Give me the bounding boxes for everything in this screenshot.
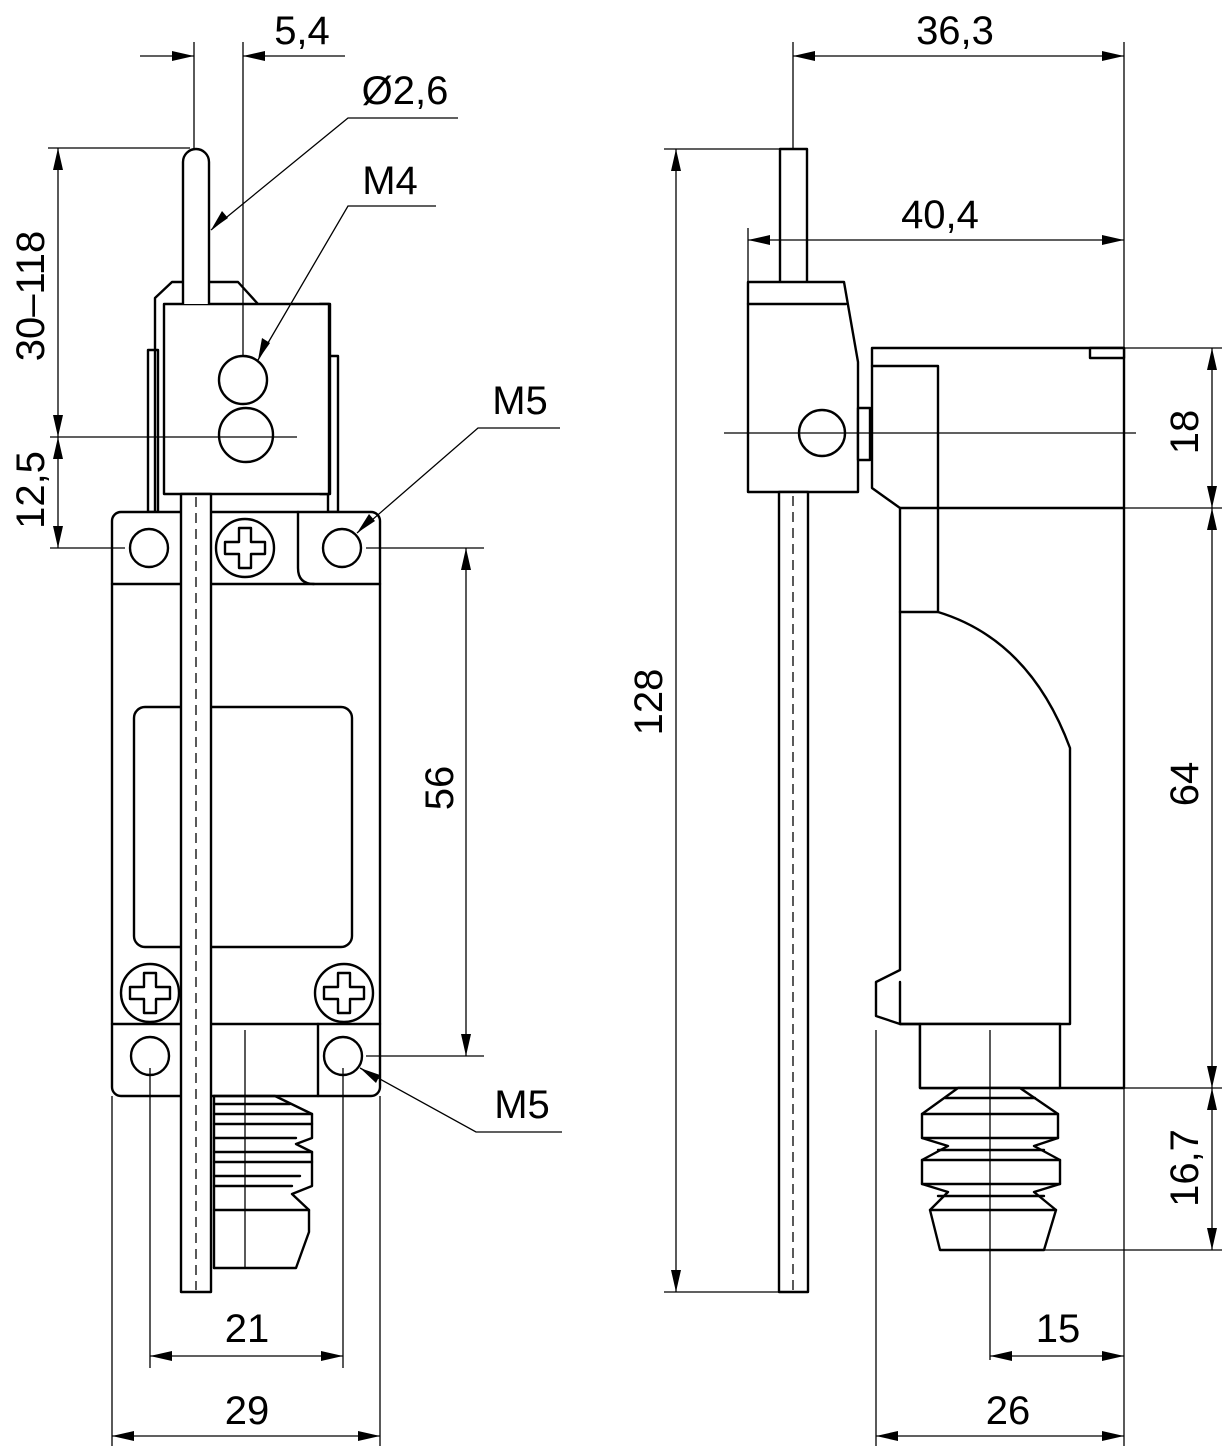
terminal-screw-left-icon bbox=[119, 962, 181, 1024]
dim-overall-height: 128 bbox=[627, 669, 671, 736]
front-view bbox=[48, 42, 484, 1446]
label-window bbox=[132, 705, 354, 949]
dim-m4-thread: M4 bbox=[362, 159, 418, 203]
dim-body-height: 64 bbox=[1163, 762, 1207, 807]
terminal-screw-right-icon bbox=[313, 962, 375, 1024]
dim-gland-offset: 15 bbox=[1036, 1307, 1081, 1351]
m4-hole bbox=[217, 354, 269, 406]
dim-lever-reach: 40,4 bbox=[901, 193, 979, 237]
dim-body-depth: 26 bbox=[986, 1389, 1031, 1433]
dim-body-width: 29 bbox=[225, 1389, 270, 1433]
side-body bbox=[870, 346, 1126, 1090]
dim-lever-offset: 5,4 bbox=[274, 9, 330, 53]
lever-tip bbox=[181, 147, 211, 304]
head-back-plate bbox=[153, 280, 260, 514]
dim-gland-length: 16,7 bbox=[1163, 1129, 1207, 1207]
side-view bbox=[664, 42, 1222, 1446]
dim-m5-bottom: M5 bbox=[494, 1083, 550, 1127]
top-right-notch bbox=[296, 510, 316, 586]
cable-gland-front bbox=[212, 1030, 314, 1270]
dim-head-depth: 36,3 bbox=[916, 9, 994, 53]
mount-hole-top-left bbox=[128, 527, 170, 569]
cable-gland-side bbox=[918, 1022, 1062, 1360]
dim-hole-spacing-horizontal: 21 bbox=[225, 1307, 270, 1351]
dim-head-offset: 12,5 bbox=[9, 451, 53, 529]
dim-hole-spacing-vertical: 56 bbox=[418, 766, 462, 811]
axis-hole bbox=[217, 406, 275, 464]
mount-hole-top-right bbox=[321, 527, 363, 569]
side-lever-tip bbox=[778, 147, 809, 286]
dim-rod-diameter: Ø2,6 bbox=[362, 69, 449, 113]
side-dimensions: 36,3 40,4 128 18 64 16,7 15 bbox=[627, 9, 1217, 1441]
front-dimensions: 5,4 Ø2,6 M4 30–118 12,5 M5 56 M5 bbox=[9, 9, 562, 1441]
head-left-flange bbox=[146, 348, 160, 514]
side-head-block bbox=[746, 280, 860, 494]
dim-lever-length: 30–118 bbox=[9, 231, 53, 362]
dim-m5-top: M5 bbox=[492, 379, 548, 423]
cover-screw-icon bbox=[214, 517, 276, 579]
dim-head-height: 18 bbox=[1163, 410, 1207, 455]
